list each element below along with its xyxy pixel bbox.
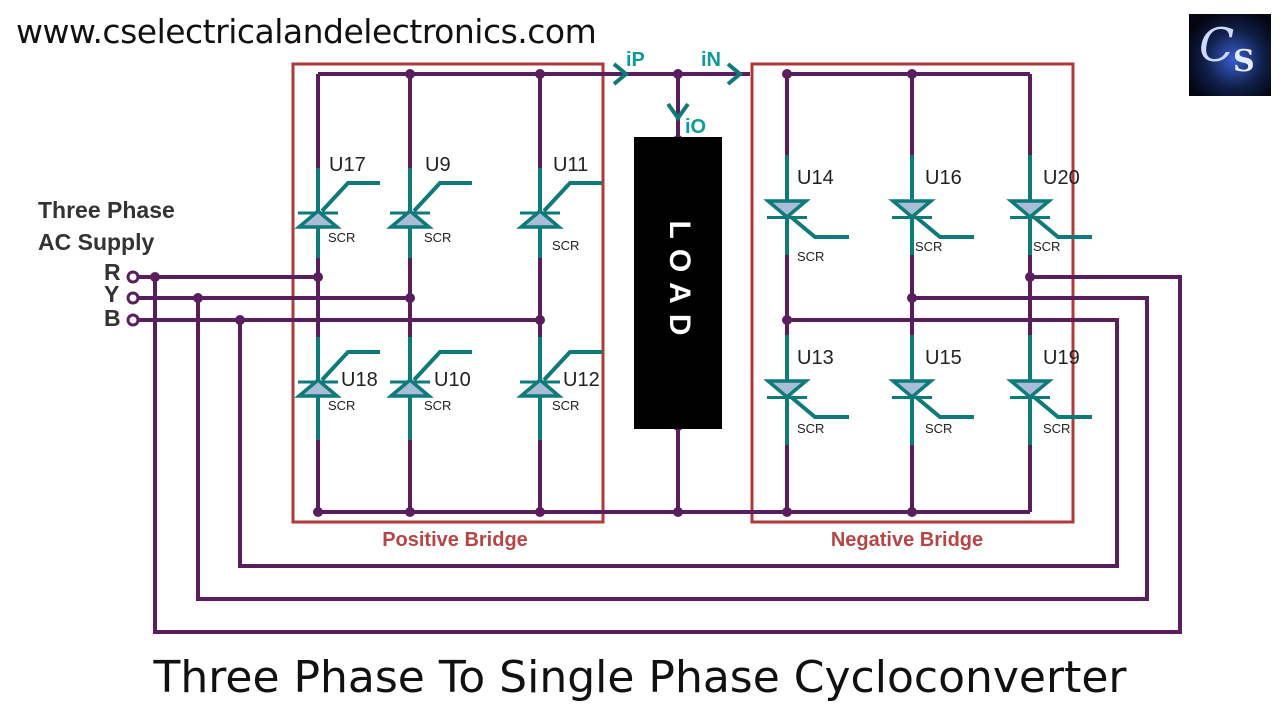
website-url[interactable]: www.cselectricalandelectronics.com <box>16 12 597 51</box>
negative-bridge-label: Negative Bridge <box>831 529 983 551</box>
label-u14: U14 <box>797 167 834 189</box>
scr-label-u9: SCR <box>424 230 451 245</box>
thyristor-u14 <box>763 155 849 255</box>
diagram-caption: Three Phase To Single Phase Cycloconvert… <box>153 652 1127 703</box>
thyristor-u17 <box>294 168 380 258</box>
phase-y-label: Y <box>104 281 119 307</box>
negative-bridge-box <box>750 62 1075 524</box>
junction-dots <box>150 69 1035 517</box>
thyristor-u11 <box>516 168 602 258</box>
label-u10: U10 <box>434 369 471 391</box>
phase-b-return <box>238 318 1119 568</box>
scr-label-u11: SCR <box>552 238 579 253</box>
site-logo: C S <box>1189 14 1271 96</box>
positive-bridge-label: Positive Bridge <box>382 529 528 551</box>
supply-label-line2: AC Supply <box>38 229 154 255</box>
thyristor-u18 <box>294 337 380 440</box>
negative-legs <box>785 74 1032 512</box>
label-u13: U13 <box>797 347 834 369</box>
thyristor-u20 <box>1006 155 1092 255</box>
phase-y-return <box>196 296 1149 601</box>
scr-label-u13: SCR <box>797 421 824 436</box>
io-arrow-icon <box>666 102 690 122</box>
label-u20: U20 <box>1043 167 1080 189</box>
label-u19: U19 <box>1043 347 1080 369</box>
supply-label-line1: Three Phase <box>38 197 175 223</box>
in-arrow-icon <box>726 62 744 86</box>
scr-label-u14: SCR <box>797 249 824 264</box>
current-ip-label: iP <box>626 49 645 71</box>
current-arrows <box>612 62 744 122</box>
label-u12: U12 <box>563 369 600 391</box>
scr-label-u19: SCR <box>1043 421 1070 436</box>
thyristor-u12 <box>516 337 602 440</box>
scr-label-u10: SCR <box>424 398 451 413</box>
scr-label-u12: SCR <box>552 398 579 413</box>
scr-label-u17: SCR <box>328 230 355 245</box>
current-io-label: iO <box>685 116 706 138</box>
scr-label-u16: SCR <box>915 239 942 254</box>
thyristor-u16 <box>888 155 974 255</box>
thyristor-u19 <box>1006 335 1092 445</box>
thyristor-u15 <box>888 335 974 445</box>
label-u15: U15 <box>925 347 962 369</box>
logo-letter-c: C <box>1199 18 1235 72</box>
label-u17: U17 <box>329 154 366 176</box>
label-u11: U11 <box>553 154 588 176</box>
ip-arrow-icon <box>612 62 630 86</box>
positive-bridge-box <box>291 62 605 524</box>
thyristor-u9 <box>386 168 472 258</box>
phase-r-return <box>153 275 1182 634</box>
label-u16: U16 <box>925 167 962 189</box>
thyristor-u10 <box>386 337 472 440</box>
label-u9: U9 <box>425 154 451 176</box>
load-block <box>634 137 722 429</box>
scr-label-u20: SCR <box>1033 239 1060 254</box>
logo-letter-s: S <box>1233 44 1255 79</box>
supply-terminals <box>126 270 140 327</box>
load-label: LOAD <box>663 221 696 346</box>
phase-b-label: B <box>104 305 121 331</box>
label-u18: U18 <box>341 369 378 391</box>
scr-label-u15: SCR <box>925 421 952 436</box>
supply-wiring <box>133 275 1182 634</box>
thyristor-u13 <box>763 335 849 445</box>
scr-label-u18: SCR <box>328 398 355 413</box>
positive-legs <box>316 74 542 512</box>
phase-r-label: R <box>104 259 121 285</box>
current-in-label: iN <box>701 49 721 71</box>
